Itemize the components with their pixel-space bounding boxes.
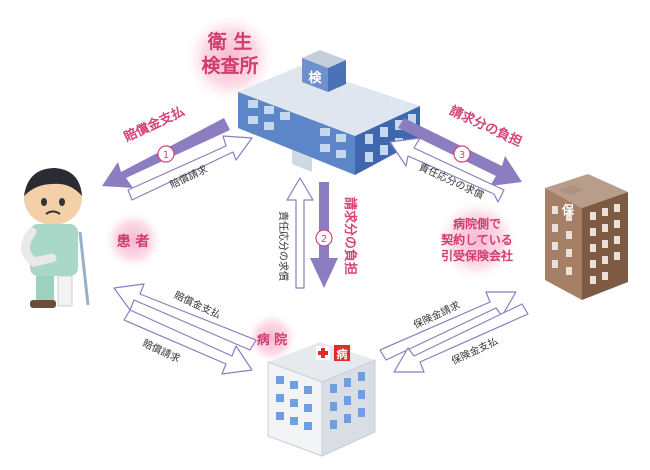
white-arrows [113, 135, 529, 375]
patient-figure [21, 168, 90, 308]
compensation-payment-label-top: 賠償金支払 [121, 103, 187, 145]
liability-share-arrow-left [286, 177, 314, 289]
compensation-claim-arrow-top [127, 135, 253, 201]
step-2-number: 2 [321, 234, 327, 245]
insurer-label-line1: 病院側で [453, 216, 501, 231]
liability-share-arrow-right [389, 137, 505, 203]
hospital-sign: 病 [337, 347, 348, 361]
insurance-claim-arrow [379, 291, 517, 361]
step-3-badge: 3 [453, 145, 471, 163]
liability-share-label-left: 責任応分の求償 [277, 211, 290, 281]
insurance-payment-arrow [393, 303, 529, 373]
health-center-label-line1: 衛 生 [207, 30, 253, 53]
hospital-bubble [246, 312, 298, 364]
hospital-building: 病 [267, 342, 376, 457]
patient-label: 患 者 [117, 233, 150, 250]
step-2-badge: 2 [315, 229, 333, 247]
health-center-building: 検 [238, 50, 420, 175]
burden-label-center: 請求分の負担 [342, 197, 358, 275]
hospital-label: 病 院 [257, 332, 288, 348]
patient-bubble [103, 210, 163, 270]
insurer-label-line3: 引受保険会社 [441, 248, 513, 263]
burden-label-right: 請求分の負担 [447, 103, 524, 150]
health-center-label-line2: 検査所 [201, 54, 258, 77]
health-center-bubble [184, 12, 276, 104]
insurer-label-line2: 契約している [440, 232, 513, 247]
insurer-building: 保 [545, 174, 628, 300]
insurer-bubble [435, 198, 519, 282]
step-1-badge: 1 [157, 145, 175, 163]
health-center-sign: 検 [308, 70, 322, 86]
step-1-number: 1 [163, 150, 169, 161]
insurer-sign: 保 [561, 202, 575, 217]
compensation-payment-arrow-bottom [113, 283, 257, 351]
compensation-claim-arrow-bottom [123, 309, 253, 375]
step-3-number: 3 [459, 150, 465, 161]
